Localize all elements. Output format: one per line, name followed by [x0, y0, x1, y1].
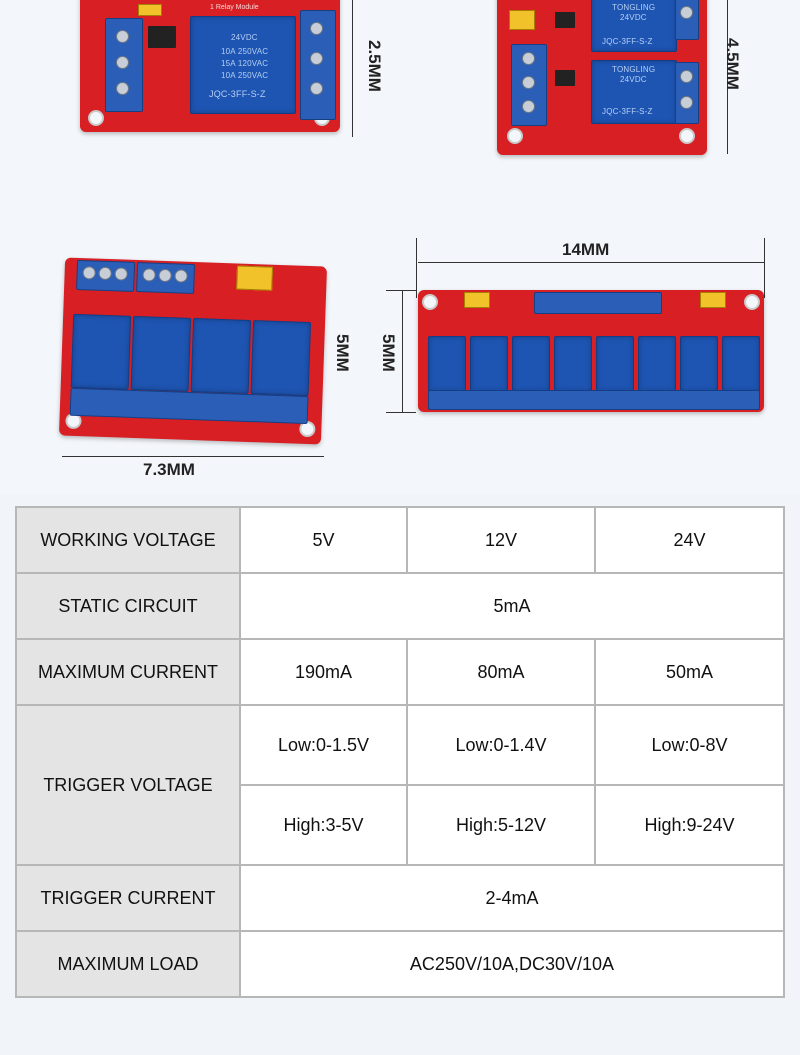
spec-table: WORKING VOLTAGE 5V 12V 24V STATIC CIRCUI… [15, 506, 785, 998]
table-cell: 80mA [406, 638, 596, 706]
table-cell: High:9-24V [594, 784, 785, 866]
table-cell: High:5-12V [406, 784, 596, 866]
table-row: TRIGGER VOLTAGE Low:0-1.5V Low:0-1.4V Lo… [15, 704, 785, 866]
table-cell: 5V [239, 506, 408, 574]
table-cell: 190mA [239, 638, 408, 706]
table-row: STATIC CIRCUIT 5mA [15, 572, 785, 640]
table-cell: 50mA [594, 638, 785, 706]
table-row: High:3-5V High:5-12V High:9-24V [16, 784, 785, 866]
relay-voltage-text: 24VDC [620, 13, 647, 22]
two-relay-height-dimension: 4.5MM [723, 38, 742, 90]
relay-rating-text: 10A 250VAC [221, 47, 269, 56]
table-row: MAXIMUM LOAD AC250V/10A,DC30V/10A [15, 930, 785, 998]
relay-model-text: JQC-3FF-S-Z [602, 37, 653, 46]
one-relay-module-image: 24VDC 10A 250VAC 15A 120VAC 10A 250VAC J… [80, 0, 340, 132]
table-row: MAXIMUM CURRENT 190mA 80mA 50mA [15, 638, 785, 706]
table-row: WORKING VOLTAGE 5V 12V 24V [15, 506, 785, 574]
relay-model-text: JQC-3FF-S-Z [209, 89, 266, 99]
row-label-trigger-voltage: TRIGGER VOLTAGE [15, 704, 241, 866]
table-cell: High:3-5V [239, 784, 408, 866]
two-relay-module-image: TONGLING 24VDC JQC-3FF-S-Z TONGLING 24VD… [497, 0, 707, 155]
relay-rating-text: 15A 120VAC [221, 59, 269, 68]
row-label-trigger-current: TRIGGER CURRENT [15, 864, 241, 932]
row-label-working-voltage: WORKING VOLTAGE [15, 506, 241, 574]
table-cell: 5mA [239, 572, 785, 640]
table-row: TRIGGER CURRENT 2-4mA [15, 864, 785, 932]
product-images: 24VDC 10A 250VAC 15A 120VAC 10A 250VAC J… [0, 0, 800, 495]
row-label-maximum-load: MAXIMUM LOAD [15, 930, 241, 998]
row-label-maximum-current: MAXIMUM CURRENT [15, 638, 241, 706]
one-relay-height-dimension: 2.5MM [365, 40, 384, 92]
table-cell: 24V [594, 506, 785, 574]
table-cell: Low:0-8V [594, 704, 785, 786]
table-cell: Low:0-1.4V [406, 704, 596, 786]
table-cell: 2-4mA [239, 864, 785, 932]
relay-brand-text: TONGLING [612, 65, 656, 74]
four-relay-width-dimension: 7.3MM [143, 460, 195, 479]
relay-voltage-text: 24VDC [231, 33, 258, 42]
four-relay-module-image [58, 257, 328, 445]
row-label-static-circuit: STATIC CIRCUIT [15, 572, 241, 640]
eight-relay-height-dimension: 5MM [379, 334, 398, 372]
eight-relay-width-dimension: 14MM [562, 240, 610, 259]
four-relay-height-dimension: 5MM [333, 334, 352, 372]
table-cell: AC250V/10A,DC30V/10A [239, 930, 785, 998]
table-cell: 12V [406, 506, 596, 574]
eight-relay-module-image [418, 290, 764, 412]
relay-model-text: JQC-3FF-S-Z [602, 107, 653, 116]
table-cell: Low:0-1.5V [239, 704, 408, 786]
relay-brand-text: TONGLING [612, 3, 656, 12]
relay-rating-text: 10A 250VAC [221, 71, 269, 80]
module-label-text: 1 Relay Module [210, 4, 259, 11]
relay-voltage-text: 24VDC [620, 75, 647, 84]
